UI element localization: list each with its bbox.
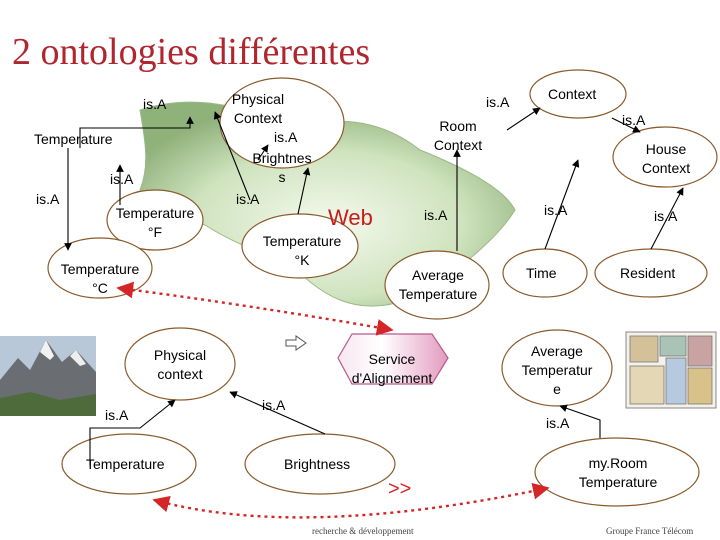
alignment-arrow-top [116,281,394,336]
label-time: Time [526,265,557,281]
label-myroom-temperature: my.Room Temperature [578,455,658,490]
label-context: Context [548,86,597,102]
isa-label-time: is.A [544,202,568,218]
node-house-context [612,126,718,188]
label-temperature-bottom: Temperature [86,456,165,472]
footer-left: recherche & développement [312,526,414,536]
web-label: Web [328,205,373,230]
label-temperature-k: Temperature °K [262,233,342,268]
next-slide-chevrons[interactable]: >> [388,478,412,500]
node-temperature-bottom [61,433,197,495]
label-house-context: House Context [641,141,691,176]
label-resident: Resident [620,265,676,281]
page-title: 2 ontologies différentes [12,31,371,73]
label-room-context: Room Context [433,118,483,153]
label-average-temperature-bottom: Average Temperatur e [521,343,593,397]
label-physical-context-bottom: Physical context [153,347,207,382]
node-myroom-temperature [534,437,700,507]
isa-label-bottom-left: is.A [105,407,129,423]
node-temperature-f [106,189,204,251]
node-physical-context-top [219,77,345,169]
label-temperature-f: Temperature °F [115,205,195,240]
label-temperature-left: Temperature [34,131,113,147]
label-brightness-top: Brightnes s [252,150,312,185]
label-brightness-bottom: Brightness [284,456,351,472]
node-temperature-k [241,213,359,279]
node-average-temperature-bottom [501,329,613,407]
footer-right: Groupe France Télécom [606,526,694,536]
label-temperature-c: Temperature °C [60,261,140,296]
label-isa-brightness: is.A [274,129,298,145]
isa-label-left-mid: is.A [110,171,134,187]
label-physical-context-top: Physical Context [231,91,285,126]
node-context [529,69,627,119]
isa-label-bottom-right: is.A [546,415,570,431]
isa-label-bottom-mid: is.A [262,397,286,413]
label-service-alignement[interactable]: Service d'Alignement [351,351,433,386]
floor-plan-image [625,331,717,409]
isa-label-avg: is.A [424,207,448,223]
mountain-photo [0,336,96,416]
service-alignement-shape[interactable] [337,333,449,385]
alignment-arrow-bottom [152,482,550,519]
label-average-temperature: Average Temperature [398,267,478,302]
isa-label-top-left: is.A [143,96,167,112]
isa-label-room: is.A [486,94,510,110]
isa-label-center: is.A [236,191,260,207]
isa-label-far-left: is.A [36,191,60,207]
isa-label-house-top: is.A [622,112,646,128]
hollow-arrow-icon [285,335,307,351]
isa-arrows [64,107,684,465]
isa-label-resident: is.A [654,208,678,224]
